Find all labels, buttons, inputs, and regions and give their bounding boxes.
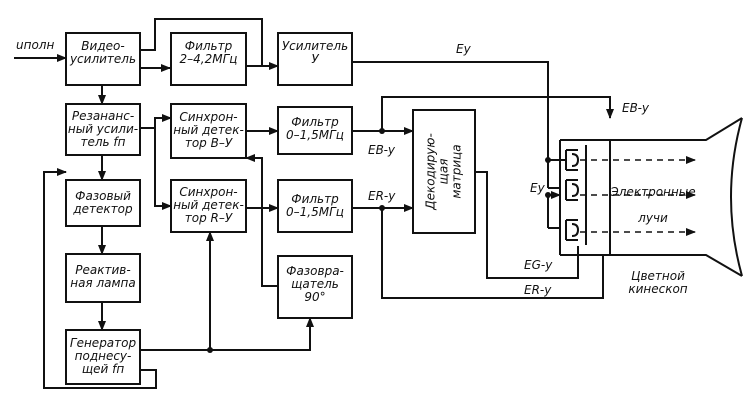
feedback-line [43,168,157,389]
ey-line [352,61,549,160]
box-decoding-matrix [412,109,476,234]
filter-r-label: Фильтр 0–1,5МГц [286,192,344,219]
filter-b-label: Фильтр 0–1,5МГц [286,115,344,142]
box-phase-det [65,179,141,227]
box-filter-hf [170,32,247,86]
link-video-ampy [140,18,279,70]
eby-label-top: EB-у [622,101,650,115]
box-video-amp [65,32,141,86]
egy-label: EG-у [524,258,553,272]
phase-det-label: Фазовый детектор [73,189,133,216]
resonant-amp-label: Резананс- ный усили- тель fп [67,109,139,149]
box-resonant-amp [65,103,141,156]
kinescope-screen [730,117,743,277]
link-gen-phaseshifter [210,317,314,351]
filter-hf-label: Фильтр 2–4,2МГц [179,39,238,66]
sync-det-r-label: Синхрон- ный детек- тор R–У [173,185,244,225]
sync-det-b-label: Синхрон- ный детек- тор В–У [173,110,244,150]
eby-line [381,96,614,131]
generator-label: Генератор поднесу- щей fп [69,336,137,376]
egy-line [475,171,579,279]
decoding-matrix-label: Декодирую- щая матрица [423,133,464,210]
phase-shifter-label: Фазовра- щатель 90° [286,264,344,304]
kinescope-outline [610,117,743,277]
ery-label-bottom: ER-у [524,283,552,297]
beams-label: Электронные лучи [610,185,696,225]
video-amp-label: Видео- усилитель [69,39,137,66]
box-filter-b [277,106,353,155]
box-reactive-lamp [65,253,141,303]
link-phaseshifter-syncb [245,154,278,287]
box-filter-r [277,179,353,233]
box-phase-shifter [277,255,353,319]
link-bus-syncr [154,128,172,210]
eby-label-filter: EB-у [368,143,396,157]
amp-y-label: Усилитель У [281,39,349,66]
ey-tube-label: Eу [530,181,545,195]
box-generator [65,329,141,385]
ery-line [381,208,604,299]
ey-label: Eу [456,42,471,56]
input-label: uполн [16,38,55,52]
box-amp-y [277,32,353,86]
electron-guns [559,139,611,256]
kinescope-label: Цветной кинескоп [628,269,688,296]
link-bus-syncb [154,114,172,128]
box-sync-det-b [170,103,247,159]
reactive-lamp-label: Реактив- ная лампа [70,263,136,290]
box-sync-det-r [170,179,247,233]
ery-label-filter: ER-у [368,189,396,203]
